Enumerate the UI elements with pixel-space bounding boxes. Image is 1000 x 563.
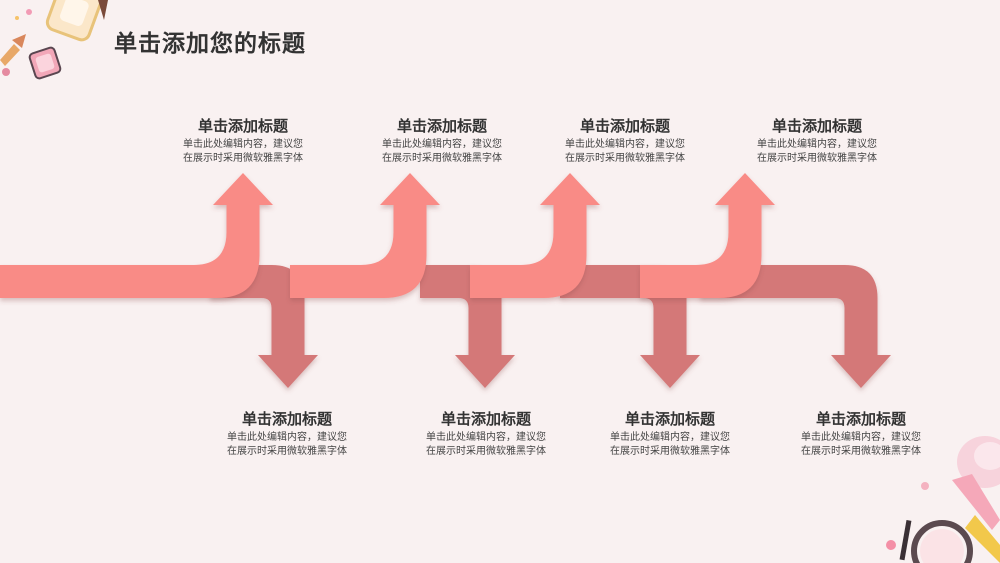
block-title: 单击添加标题 [624, 410, 715, 428]
up-arrow-4 [640, 173, 775, 298]
upper-text-block-1: 单击添加标题单击此处编辑内容，建议您在展示时采用微软雅黑字体 [163, 116, 323, 166]
lower-text-block-4: 单击添加标题单击此处编辑内容，建议您在展示时采用微软雅黑字体 [781, 409, 941, 459]
lower-text-block-2: 单击添加标题单击此处编辑内容，建议您在展示时采用微软雅黑字体 [406, 409, 566, 459]
block-title: 单击添加标题 [396, 117, 487, 135]
block-description-line2: 在展示时采用微软雅黑字体 [382, 153, 502, 164]
block-title: 单击添加标题 [440, 410, 531, 428]
block-description-line1: 单击此处编辑内容，建议您 [183, 139, 303, 150]
block-description-line2: 在展示时采用微软雅黑字体 [565, 153, 685, 164]
block-description-line1: 单击此处编辑内容，建议您 [426, 432, 546, 443]
block-description-line2: 在展示时采用微软雅黑字体 [183, 153, 303, 164]
down-arrow-4 [700, 265, 891, 388]
block-title: 单击添加标题 [241, 410, 332, 428]
up-arrow-2 [290, 173, 440, 298]
block-title: 单击添加标题 [579, 117, 670, 135]
upper-text-block-4: 单击添加标题单击此处编辑内容，建议您在展示时采用微软雅黑字体 [737, 116, 897, 166]
up-arrow-1 [0, 173, 273, 298]
block-description-line1: 单击此处编辑内容，建议您 [382, 139, 502, 150]
block-description-line2: 在展示时采用微软雅黑字体 [610, 446, 730, 457]
block-description-line1: 单击此处编辑内容，建议您 [565, 139, 685, 150]
block-title: 单击添加标题 [815, 410, 906, 428]
upper-text-block-3: 单击添加标题单击此处编辑内容，建议您在展示时采用微软雅黑字体 [545, 116, 705, 166]
lower-text-block-1: 单击添加标题单击此处编辑内容，建议您在展示时采用微软雅黑字体 [207, 409, 367, 459]
upper-text-block-2: 单击添加标题单击此处编辑内容，建议您在展示时采用微软雅黑字体 [362, 116, 522, 166]
block-description-line2: 在展示时采用微软雅黑字体 [757, 153, 877, 164]
block-description-line1: 单击此处编辑内容，建议您 [757, 139, 877, 150]
up-arrow-3 [470, 173, 600, 298]
block-title: 单击添加标题 [197, 117, 288, 135]
block-description-line1: 单击此处编辑内容，建议您 [227, 432, 347, 443]
block-title: 单击添加标题 [771, 117, 862, 135]
block-description-line2: 在展示时采用微软雅黑字体 [227, 446, 347, 457]
lower-text-block-3: 单击添加标题单击此处编辑内容，建议您在展示时采用微软雅黑字体 [590, 409, 750, 459]
makeup-tools-icon [0, 0, 108, 80]
block-description-line2: 在展示时采用微软雅黑字体 [426, 446, 546, 457]
block-description-line1: 单击此处编辑内容，建议您 [610, 432, 730, 443]
block-description-line2: 在展示时采用微软雅黑字体 [801, 446, 921, 457]
block-description-line1: 单击此处编辑内容，建议您 [801, 432, 921, 443]
cosmetics-icon [886, 436, 1000, 563]
slide-title: 单击添加您的标题 [114, 31, 306, 57]
